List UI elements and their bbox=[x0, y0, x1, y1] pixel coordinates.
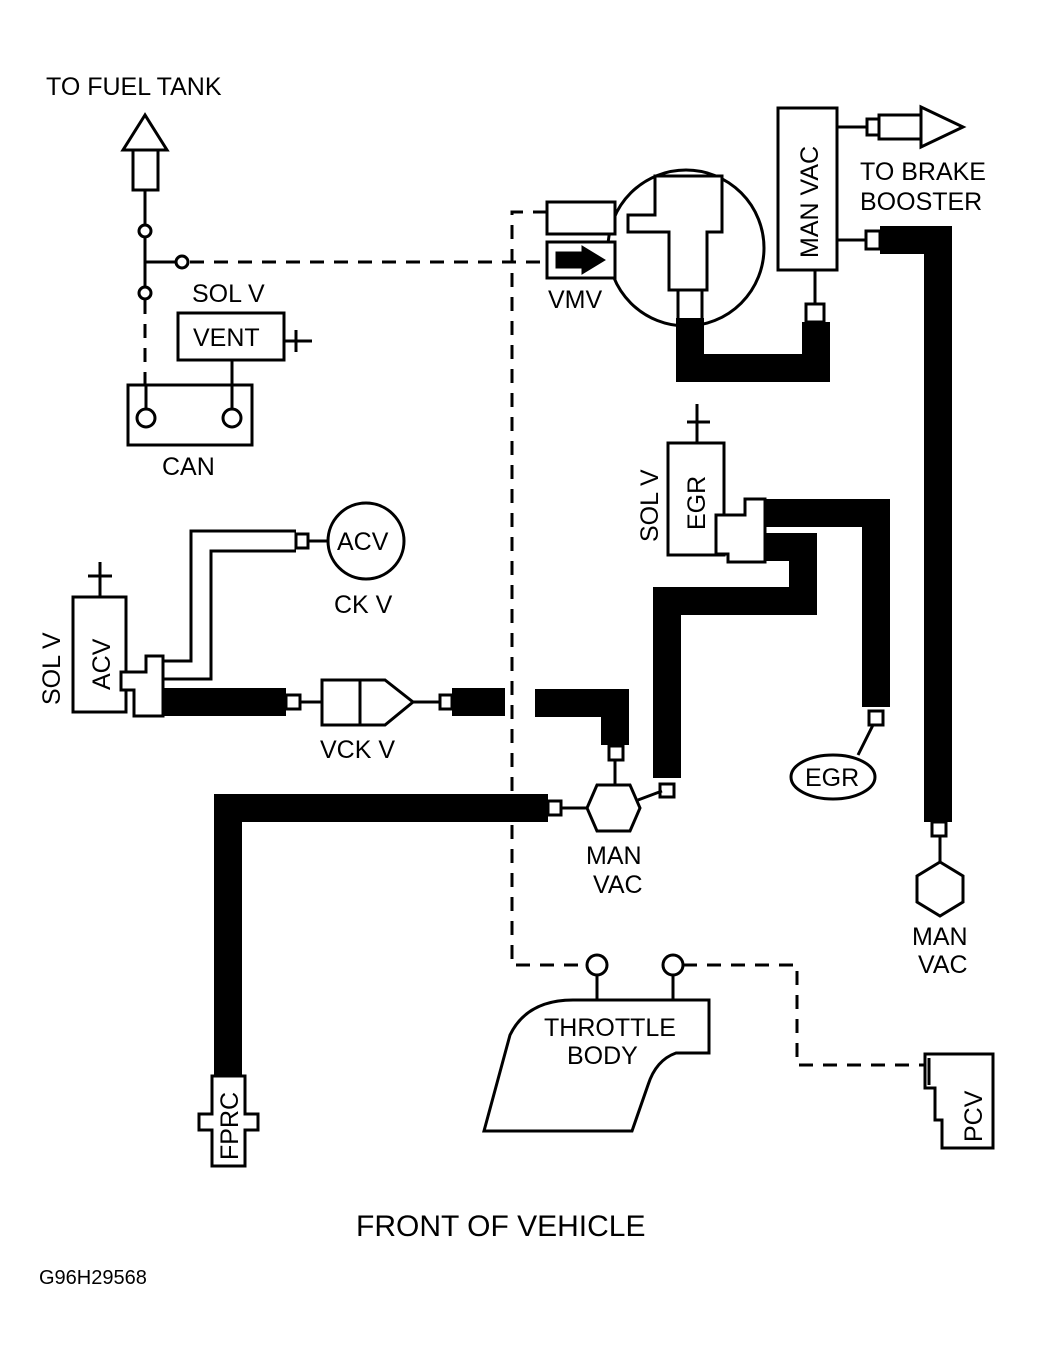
label-vck-v: VCK V bbox=[320, 736, 395, 764]
label-pcv: PCV bbox=[960, 1090, 988, 1142]
label-egr-solenoid: EGR bbox=[683, 476, 711, 530]
brake-booster-arrow-icon bbox=[865, 104, 967, 150]
label-egr-valve: EGR bbox=[805, 764, 859, 792]
plus-terminal-icon bbox=[284, 330, 312, 352]
plus-terminal-icon bbox=[88, 562, 112, 597]
vacuum-hose bbox=[880, 226, 952, 822]
throttle-port bbox=[661, 953, 685, 977]
label-vent: VENT bbox=[193, 324, 260, 352]
label-man-vac-top: MAN VAC bbox=[796, 146, 824, 258]
vacuum-hose bbox=[535, 689, 629, 745]
label-man-vac-center-2: VAC bbox=[593, 871, 643, 899]
pcv-dashed-line bbox=[683, 963, 925, 1067]
label-fprc: FPRC bbox=[216, 1092, 244, 1160]
label-to-brake-2: BOOSTER bbox=[860, 188, 982, 216]
plus-terminal-icon bbox=[687, 404, 710, 443]
egr-valve: EGR bbox=[789, 753, 877, 801]
man-vac-port-center bbox=[585, 783, 642, 833]
vmv-assembly bbox=[545, 168, 766, 328]
label-ck-v: CK V bbox=[334, 591, 393, 619]
throttle-body bbox=[482, 998, 711, 1133]
acv-solenoid: ACV bbox=[71, 595, 165, 718]
caption-front-of-vehicle: FRONT OF VEHICLE bbox=[356, 1210, 645, 1243]
outline-hose bbox=[163, 529, 296, 681]
vacuum-hose bbox=[765, 499, 890, 707]
label-can: CAN bbox=[162, 453, 215, 481]
vck-valve bbox=[320, 678, 416, 727]
label-acv-check: ACV bbox=[337, 528, 389, 556]
fitting-port bbox=[137, 285, 153, 301]
throttle-port bbox=[585, 953, 609, 977]
egr-solenoid: EGR bbox=[666, 441, 767, 564]
label-man-vac-right-1: MAN bbox=[912, 923, 968, 951]
figure-id: G96H29568 bbox=[39, 1267, 147, 1289]
acv-check-valve: ACV bbox=[326, 501, 406, 581]
label-vmv: VMV bbox=[548, 286, 603, 314]
vacuum-hose bbox=[214, 794, 548, 1076]
fitting-port bbox=[137, 223, 153, 239]
fuel-tank-arrow-icon bbox=[120, 112, 170, 192]
label-sol-v-vent: SOL V bbox=[192, 280, 265, 308]
vmv-dashed-line bbox=[510, 210, 590, 967]
label-man-vac-center-1: MAN bbox=[586, 842, 642, 870]
vent-solenoid: VENT bbox=[176, 311, 286, 362]
fprc: FPRC bbox=[197, 1074, 260, 1168]
vacuum-hose bbox=[653, 533, 817, 778]
man-vac-port-right bbox=[915, 860, 965, 918]
vacuum-hose bbox=[676, 318, 830, 382]
man-vac-manifold-top: MAN VAC bbox=[776, 106, 839, 272]
label-man-vac-right-2: VAC bbox=[918, 951, 968, 979]
label-throttle-2: BODY bbox=[567, 1042, 638, 1070]
label-sol-v-egr: SOL V bbox=[636, 469, 664, 542]
canister bbox=[126, 383, 254, 447]
fitting-port bbox=[174, 254, 190, 270]
label-sol-v-acv: SOL V bbox=[38, 632, 66, 705]
flow-arrow-icon bbox=[555, 245, 606, 275]
label-to-fuel-tank: TO FUEL TANK bbox=[46, 73, 222, 101]
label-throttle-1: THROTTLE bbox=[544, 1014, 676, 1042]
label-acv-solenoid: ACV bbox=[88, 638, 116, 690]
label-to-brake-1: TO BRAKE bbox=[860, 158, 986, 186]
pcv-valve: PCV bbox=[923, 1052, 995, 1150]
